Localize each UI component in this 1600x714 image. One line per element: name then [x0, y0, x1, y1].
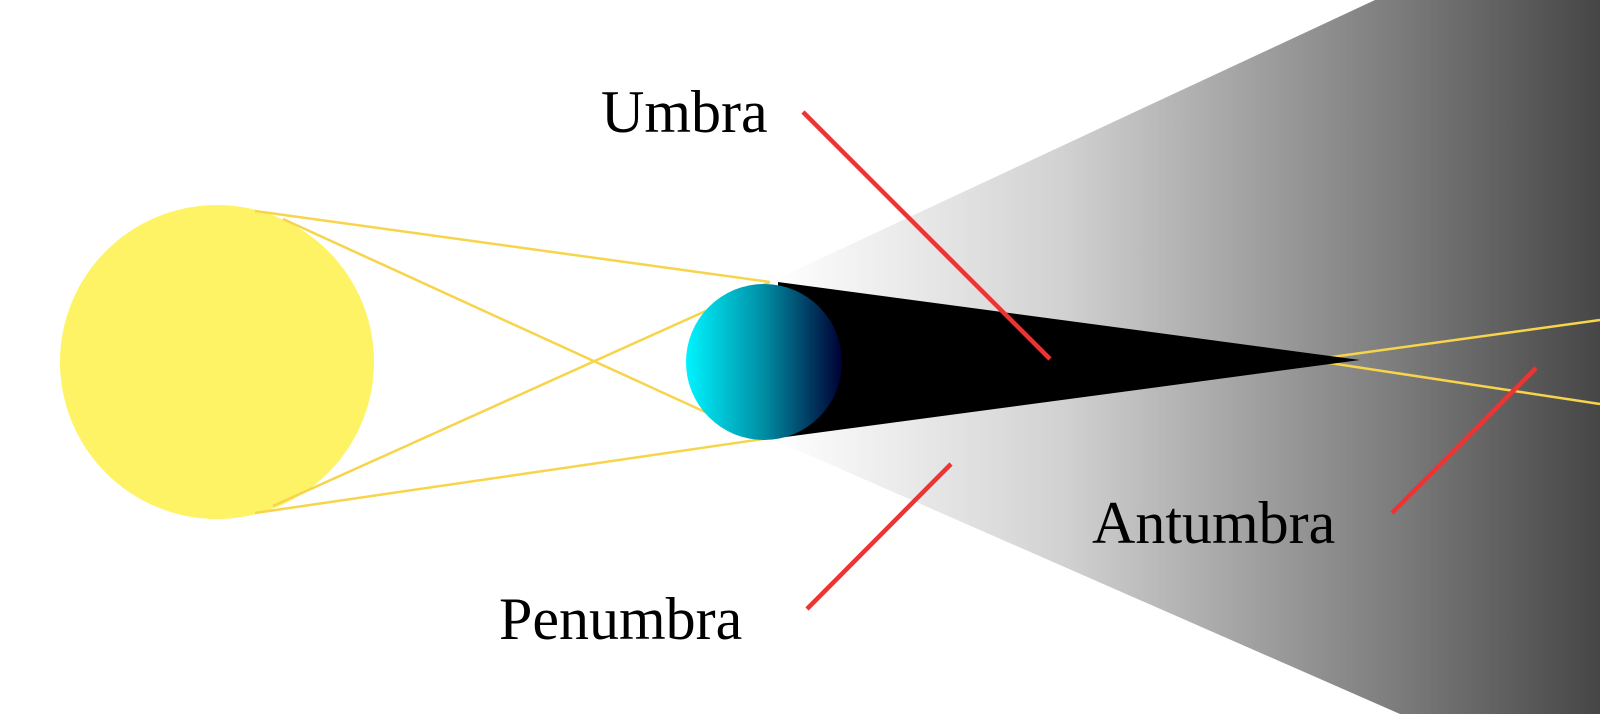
ray-cross-down [282, 217, 763, 440]
umbra-label: Umbra [601, 79, 768, 145]
ray-cross-up [272, 280, 771, 508]
light-rays [254, 209, 1600, 515]
penumbra-label: Penumbra [499, 586, 742, 652]
sun [60, 205, 374, 519]
antumbra-label: Antumbra [1092, 490, 1335, 556]
ray-upper-outer [254, 209, 771, 284]
antumbra-leader-line [1390, 366, 1538, 515]
leader-lines [801, 110, 1538, 611]
ray-upper-extension [1309, 318, 1600, 362]
umbra-leader-line [801, 110, 1052, 361]
earth [686, 284, 842, 440]
umbra-region [778, 282, 1360, 438]
ray-lower-extension [1309, 358, 1600, 406]
ray-lower-outer [254, 436, 771, 515]
penumbra-leader-line [805, 462, 953, 611]
